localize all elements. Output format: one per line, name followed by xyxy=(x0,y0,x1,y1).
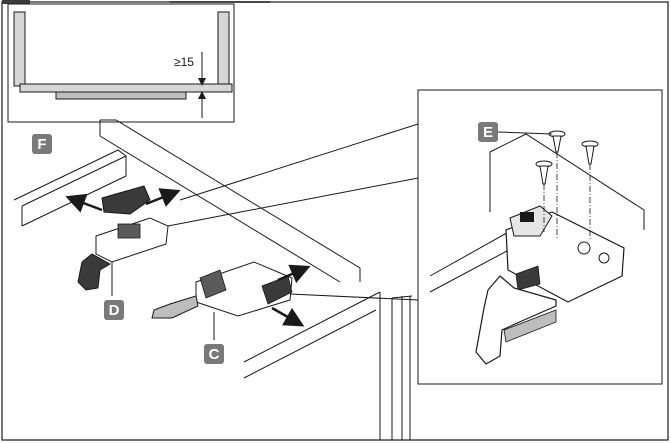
device-d-lever xyxy=(77,253,111,291)
label-c-text: C xyxy=(209,346,220,363)
detail-device-hole-1 xyxy=(577,241,591,255)
header-tab-mark xyxy=(2,0,30,4)
drawer-bottom-panel xyxy=(19,83,233,93)
detail-device-knob xyxy=(515,265,541,291)
label-f-text: F xyxy=(37,136,46,153)
label-d-text: D xyxy=(109,302,120,319)
detail-device-tab xyxy=(520,212,534,222)
cabinet-front-rail-lower xyxy=(243,309,377,379)
label-d: D xyxy=(104,300,124,320)
detail-inset xyxy=(417,89,663,385)
device-c-arrow-down xyxy=(271,306,305,327)
inset-frame xyxy=(7,3,235,123)
detail-rear-rail xyxy=(489,133,645,230)
cross-section-inset: ≥15 xyxy=(7,3,235,123)
device-c-lever xyxy=(151,295,199,319)
device-d-arrow-left xyxy=(65,193,103,213)
label-e-leader xyxy=(497,131,553,135)
label-c-badge xyxy=(204,344,224,364)
detail-device-lever xyxy=(475,275,557,365)
label-f: F xyxy=(32,134,52,154)
cabinet-rear-rail xyxy=(100,119,361,282)
cabinet-drawing xyxy=(13,119,419,440)
screw-2 xyxy=(581,140,599,165)
cabinet-rear-rail-lower xyxy=(99,135,341,283)
cabinet-left-rail xyxy=(13,149,127,207)
label-c: C xyxy=(204,344,224,364)
device-d-knob xyxy=(117,223,141,239)
label-d-badge xyxy=(104,300,124,320)
label-f-badge xyxy=(32,134,52,154)
device-d-body xyxy=(95,217,169,263)
device-c-arrow-right xyxy=(277,264,311,284)
label-e: E xyxy=(478,122,498,142)
cabinet-front-rail xyxy=(243,291,381,363)
locking-device-d xyxy=(65,185,181,296)
detail-front-rail-lower xyxy=(429,243,521,293)
frame-top-edge xyxy=(391,295,413,299)
cabinet-side-left xyxy=(13,11,26,87)
callout-line-upper xyxy=(179,123,419,201)
device-d-arrow-right xyxy=(145,188,181,207)
cabinet-side-right xyxy=(217,11,230,87)
locking-device-c xyxy=(151,261,311,340)
callout-line-mid xyxy=(167,177,419,227)
callout-line-lower xyxy=(289,293,419,301)
screw-3 xyxy=(535,160,553,185)
detail-lever-grip xyxy=(503,309,557,343)
detail-device-hole-2 xyxy=(598,252,610,264)
runner-profile xyxy=(55,91,187,100)
device-d-top xyxy=(101,185,151,215)
label-e-text: E xyxy=(483,124,493,141)
screw-1 xyxy=(548,130,566,153)
device-c-knob xyxy=(199,269,227,299)
label-e-badge xyxy=(478,122,498,142)
dimension-value: ≥15 xyxy=(174,55,194,69)
